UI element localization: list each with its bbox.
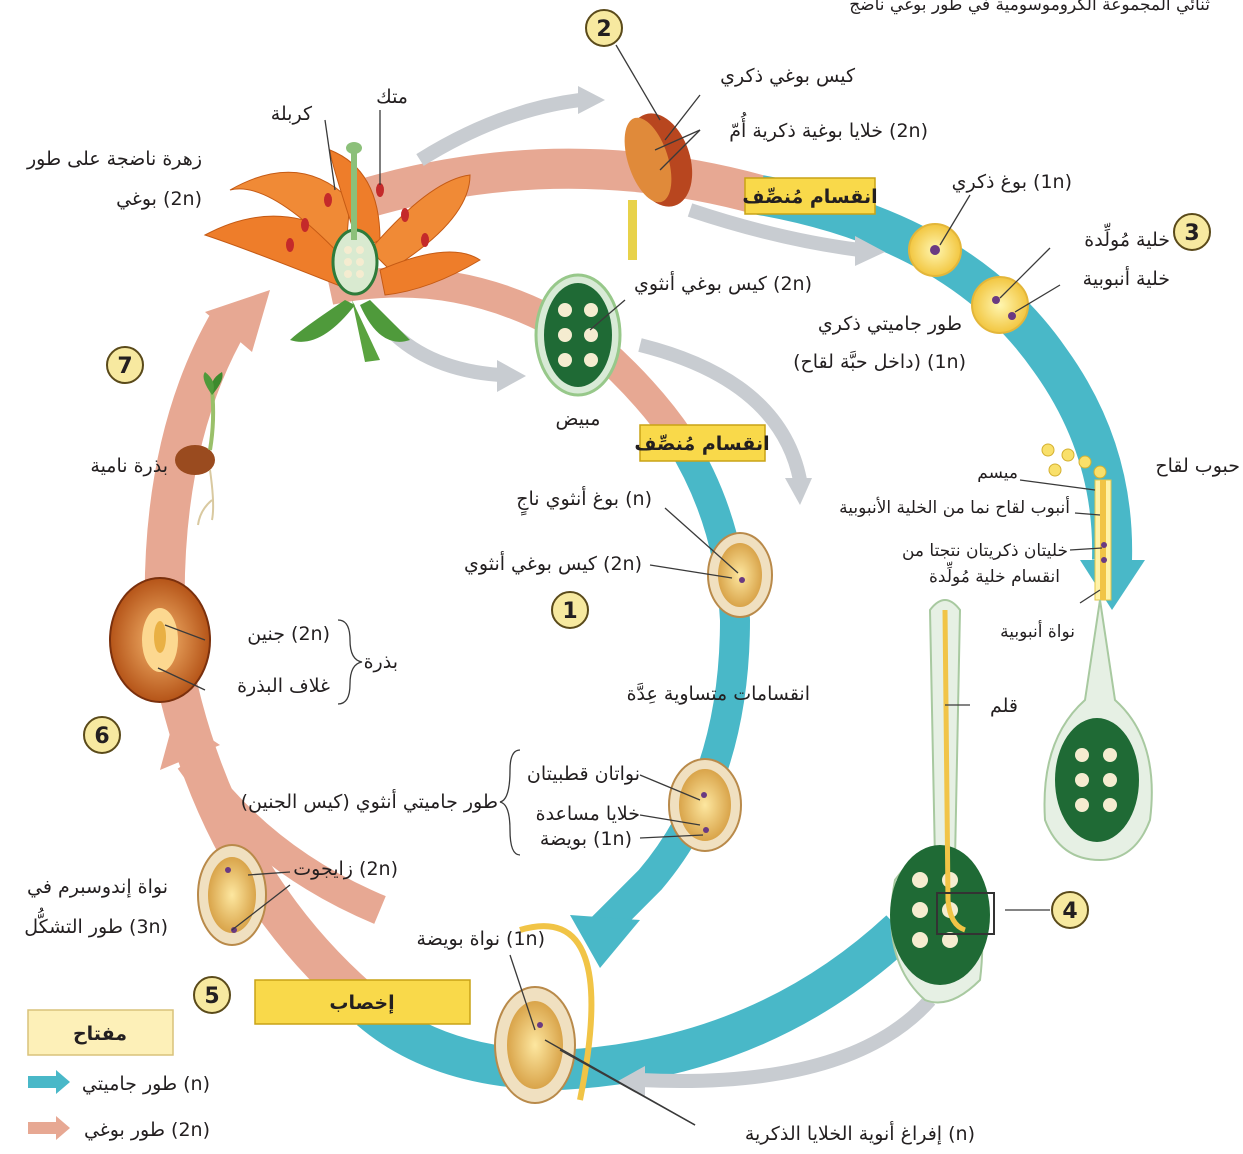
stigma-with-pollen xyxy=(1041,443,1112,601)
label-egg: بويضة (1n) xyxy=(540,828,632,850)
svg-text:2: 2 xyxy=(596,17,611,42)
stage-number-7: 7 xyxy=(106,346,144,384)
ovary xyxy=(534,273,622,397)
label-microspore: بوغ ذكري (1n) xyxy=(952,171,1072,193)
ovule-embryo-sac xyxy=(668,758,742,852)
seed-brace xyxy=(337,619,363,705)
label-synergids: خلايا مساعدة xyxy=(536,803,640,825)
stage-number-3: 3 xyxy=(1173,213,1211,251)
label-mitosis: انقسامات متساوية عِدَّة xyxy=(627,683,810,705)
labels: كيس بوغي ذكري خلايا بوغية ذكرية أُمّ (2n… xyxy=(24,65,1240,1146)
label-tube-cell: خلية أنبوبية xyxy=(1083,266,1170,290)
label-mature-flower-2: بوغي (2n) xyxy=(116,188,202,210)
label-sperm-cells-2: انقسام خلية مُولِّدة xyxy=(929,560,1060,587)
stage-number-5: 5 xyxy=(193,976,231,1014)
seed xyxy=(109,577,211,703)
label-seed: بذرة xyxy=(364,651,398,673)
label-zygote: زايجوت (2n) xyxy=(293,858,398,880)
svg-text:4: 4 xyxy=(1062,899,1077,924)
label-discharge: إفراغ أنوية الخلايا الذكرية (n) xyxy=(745,1121,975,1146)
label-anther: متك xyxy=(376,86,408,108)
legend-key: مفتاح طور جاميتي (n) طور بوغي (2n) xyxy=(27,1009,210,1141)
key-gametophyte-label: طور جاميتي (n) xyxy=(82,1073,210,1095)
label-pollen-grains: حبوب لقاح xyxy=(1155,455,1240,477)
label-pollen-tube: أنبوب لقاح نما من الخلية الأنبوبية xyxy=(839,496,1070,518)
sporophyte-arrow-inner xyxy=(326,267,693,449)
label-male-gametophyte-2: (داخل حبَّة لقاح) (1n) xyxy=(793,351,966,373)
label-seed-coat: غلاف البذرة xyxy=(237,675,330,697)
label-female-gametophyte: طور جاميتي أنثوي (كيس الجنين) xyxy=(241,789,498,813)
header-partial-text: ثنائي المجموعة الكروموسومية في طور بوغي … xyxy=(849,0,1210,15)
label-microsporangium: كيس بوغي ذكري xyxy=(720,65,856,87)
label-endosperm-1: نواة إندوسبرم في xyxy=(27,876,168,899)
fertilization-box: إخصاب xyxy=(254,979,471,1025)
meiosis-mid-label: انقسام مُنصِّف xyxy=(634,433,769,455)
mature-flower xyxy=(203,142,481,362)
label-microspore-mother-cells: خلايا بوغية ذكرية أُمّ (2n) xyxy=(729,113,928,142)
label-megaspore: بوغ أنثوي ناجٍ (n) xyxy=(516,486,652,516)
svg-text:5: 5 xyxy=(204,984,219,1009)
ovule-fertilization xyxy=(494,923,595,1104)
leader-lines xyxy=(157,44,1103,1126)
label-tube-nucleus: نواة أنبوبية xyxy=(1000,620,1075,642)
microsporangium xyxy=(624,113,693,260)
label-egg-nucleus: نواة بويضة (1n) xyxy=(417,928,545,950)
key-title: مفتاح xyxy=(73,1023,127,1045)
label-ovary: مبيض xyxy=(556,408,601,430)
label-endosperm-2: طور التشكُّل (3n) xyxy=(24,908,168,938)
svg-text:1: 1 xyxy=(562,599,577,624)
label-stigma: ميسم xyxy=(977,463,1018,483)
label-sperm-cells-1: خليتان ذكريتان نتجتا من xyxy=(902,541,1068,561)
growing-seedling xyxy=(175,372,223,526)
right-pistil xyxy=(1043,599,1153,862)
fertilization-label: إخصاب xyxy=(329,992,394,1014)
svg-text:6: 6 xyxy=(94,724,109,749)
svg-text:7: 7 xyxy=(117,354,132,379)
label-polar-nuclei: نواتان قطبيتان xyxy=(527,763,640,785)
label-male-gametophyte-1: طور جاميتي ذكري xyxy=(818,313,962,335)
label-megasporangium-top: كيس بوغي أنثوي (2n) xyxy=(634,271,812,295)
meiosis-box-top: انقسام مُنصِّف xyxy=(742,177,878,215)
label-carpel: كربلة xyxy=(271,103,313,125)
sporophyte-arrow-lower xyxy=(160,715,386,924)
meiosis-top-label: انقسام مُنصِّف xyxy=(742,186,877,208)
label-megasporangium-2: كيس بوغي أنثوي (2n) xyxy=(464,551,642,575)
key-gametophyte-arrow xyxy=(28,1070,70,1094)
pistil-with-pollen-tube xyxy=(890,599,995,1004)
gray-arrow-heads xyxy=(497,86,885,1096)
female-gametophyte-brace xyxy=(499,749,521,856)
microspore xyxy=(908,223,962,277)
stage-number-4: 4 xyxy=(1051,891,1089,929)
label-growing-seed: بذرة نامية xyxy=(90,455,168,477)
stage-number-6: 6 xyxy=(83,716,121,754)
stage-number-2: 2 xyxy=(585,9,623,47)
ovule-zygote xyxy=(197,844,267,946)
gray-arrows xyxy=(385,93,936,1088)
gametophyte-arrow-inner xyxy=(570,432,751,968)
label-embryo: جنين (2n) xyxy=(247,623,330,645)
meiosis-box-mid: انقسام مُنصِّف xyxy=(634,424,770,462)
label-generative-cell: خلية مُولِّدة xyxy=(1084,223,1170,251)
key-sporophyte-label: طور بوغي (2n) xyxy=(84,1119,210,1141)
stage-number-1: 1 xyxy=(551,591,589,629)
key-sporophyte-arrow xyxy=(28,1116,70,1140)
ovule-megaspore xyxy=(707,532,773,618)
pollen-grain xyxy=(971,276,1029,334)
svg-text:3: 3 xyxy=(1184,221,1199,246)
label-mature-flower-1: زهرة ناضجة على طور xyxy=(26,148,202,170)
label-style: قلم xyxy=(990,695,1018,717)
